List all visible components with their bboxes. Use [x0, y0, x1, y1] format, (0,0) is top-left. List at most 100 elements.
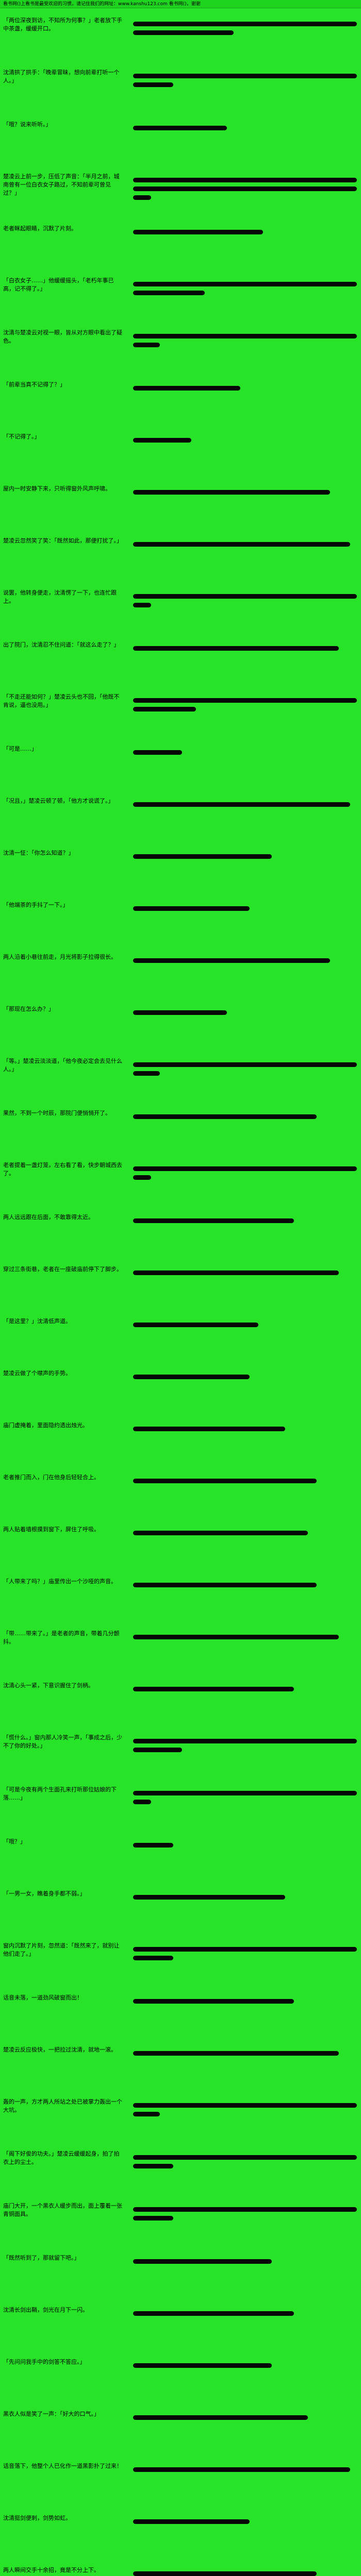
redacted-line: [133, 195, 151, 200]
paragraph-text: 「慌什么。」窗内那人冷笑一声，「事成之后，少不了你的好处。」: [3, 1734, 122, 1749]
paragraph-text: 老者眯起眼睛，沉默了片刻。: [3, 225, 77, 232]
paragraph-text: 沈清与楚凌云对视一眼，皆从对方眼中看出了疑色。: [3, 329, 122, 344]
redacted-line-group: [125, 2046, 357, 2060]
paragraph-row: 两人瞬间交手十余招，竟是不分上下。: [3, 2566, 357, 2576]
redacted-line: [133, 74, 357, 78]
paragraph-row: 窗内沉默了片刻，忽然道：「既然来了，就别让他们走了。」: [3, 1942, 357, 1994]
redacted-line: [133, 646, 339, 651]
paragraph-row: 「可是今夜有两个生面孔来打听那位姑娘的下落……」: [3, 1786, 357, 1838]
redacted-line-group: [125, 2150, 357, 2173]
paragraph-row: 两人贴着墙根摸到窗下，屏住了呼吸。: [3, 1526, 357, 1578]
paragraph-text: 「两位深夜到访，不知所为何事？」老者放下手中茶盏，缓缓开口。: [3, 17, 122, 32]
redacted-line: [133, 802, 350, 807]
paragraph-text: 楚凌云做了个噤声的手势。: [3, 1370, 71, 1377]
paragraph-row: 「阁下好俊的功夫。」楚凌云缓缓起身，拍了拍衣上的尘土。: [3, 2150, 357, 2202]
redacted-line: [133, 386, 241, 391]
redacted-line: [133, 854, 272, 859]
paragraph-row: 楚凌云反应极快，一把拉过沈清，就地一滚。: [3, 2046, 357, 2098]
redacted-line-group: [125, 485, 357, 499]
redacted-line: [133, 1635, 339, 1639]
paragraph-text: 说罢，他转身便走，沈清愣了一下，也连忙跟上。: [3, 589, 117, 604]
redacted-line-group: [125, 1317, 357, 1331]
paragraph-text: 「哦？」: [3, 1838, 26, 1845]
redacted-line: [133, 906, 250, 911]
paragraph-row: 「带……带来了。」是老者的声音，带着几分颤抖。: [3, 1630, 357, 1682]
redacted-line: [133, 2467, 350, 2472]
paragraph-row: 「一男一女，瞧着身手都不弱。」: [3, 1890, 357, 1942]
redacted-line-group: [125, 225, 357, 239]
redacted-line: [133, 1270, 339, 1275]
paragraph-row: 「前辈当真不记得了？」: [3, 381, 357, 433]
paragraph-row: 「白衣女子……」他缓缓摇头，「老朽年事已高，记不得了。」: [3, 277, 357, 329]
redacted-line: [133, 698, 357, 703]
redacted-line: [133, 594, 357, 599]
redacted-line: [133, 1427, 286, 1431]
redacted-line: [133, 230, 263, 234]
redacted-line-group: [125, 2358, 357, 2372]
redacted-line: [133, 178, 357, 182]
redacted-line-group: [125, 277, 357, 299]
paragraph-row: 两人沿着小巷往前走，月光将影子拉得很长。: [3, 953, 357, 1005]
paragraph-text: 「一男一女，瞧着身手都不弱。」: [3, 1890, 86, 1897]
paragraph-text: 楚凌云反应极快，一把拉过沈清，就地一滚。: [3, 2046, 117, 2053]
redacted-line-group: [125, 2098, 357, 2121]
paragraph-text: 「人带来了吗？」庙里传出一个沙哑的声音。: [3, 1578, 117, 1585]
redacted-line: [133, 438, 191, 443]
redacted-line-group: [125, 1994, 357, 2008]
paragraph-text: 窗内沉默了片刻，忽然道：「既然来了，就别让他们走了。」: [3, 1942, 120, 1957]
redacted-line: [133, 750, 183, 755]
paragraph-row: 「哦？」: [3, 1838, 357, 1890]
paragraph-row: 「人带来了吗？」庙里传出一个沙哑的声音。: [3, 1578, 357, 1630]
redacted-line-group: [125, 1369, 357, 1383]
redacted-line: [133, 2363, 272, 2368]
redacted-line-group: [125, 69, 357, 91]
redacted-line-group: [125, 381, 357, 395]
paragraph-text: 「他端茶的手抖了一下。」: [3, 902, 69, 908]
paragraph-row: 老者推门而入，门在他身后轻轻合上。: [3, 1473, 357, 1526]
redacted-line-group: [125, 1005, 357, 1019]
redacted-line: [133, 2207, 357, 2212]
redacted-line-group: [125, 589, 357, 612]
redacted-line-group: [125, 1578, 357, 1591]
redacted-line-group: [125, 173, 357, 204]
redacted-line-group: [125, 433, 357, 447]
redacted-line: [133, 343, 160, 347]
redacted-line-group: [125, 2514, 357, 2528]
redacted-line-group: [125, 2566, 357, 2576]
redacted-line-group: [125, 1109, 357, 1123]
redacted-line: [133, 2216, 174, 2221]
chapter-content: 「两位深夜到访，不知所为何事？」老者放下手中茶盏，缓缓开口。沈清拱了拱手：「晚辈…: [0, 8, 361, 2576]
redacted-line: [133, 1947, 357, 1952]
paragraph-row: 话音未落，一道劲风破窗而出！: [3, 1994, 357, 2046]
paragraph-text: 「先问问我手中的剑答不答应。」: [3, 2359, 86, 2365]
redacted-line-group: [125, 1734, 357, 1756]
paragraph-row: 「不走还能如何？」楚凌云头也不回，「他既不肯说，逼也没用。」: [3, 693, 357, 745]
paragraph-row: 出了院门，沈清忍不住问道：「就这么走了？」: [3, 641, 357, 693]
paragraph-row: 庙门大开，一个黑衣人缓步而出，面上覆着一张青铜面具。: [3, 2202, 357, 2254]
redacted-line: [133, 291, 205, 295]
redacted-line-group: [125, 849, 357, 863]
redacted-line: [133, 2259, 272, 2264]
redacted-line: [133, 22, 357, 26]
redacted-line-group: [125, 1630, 357, 1643]
redacted-line-group: [125, 2410, 357, 2424]
redacted-line-group: [125, 641, 357, 655]
paragraph-row: 老者眯起眼睛，沉默了片刻。: [3, 225, 357, 277]
redacted-line-group: [125, 121, 357, 134]
redacted-line-group: [125, 2462, 357, 2476]
redacted-line: [133, 1323, 259, 1327]
redacted-line-group: [125, 16, 357, 39]
paragraph-text: 楚凌云忽然笑了笑：「既然如此，那便打扰了。」: [3, 537, 122, 544]
paragraph-text: 「哦？说来听听。」: [3, 121, 52, 128]
redacted-line-group: [125, 693, 357, 716]
paragraph-row: 「既然听到了，那就留下吧。」: [3, 2254, 357, 2306]
redacted-line-group: [125, 1421, 357, 1435]
paragraph-row: 楚凌云做了个噤声的手势。: [3, 1369, 357, 1421]
redacted-line: [133, 1175, 151, 1180]
paragraph-row: 沈清与楚凌云对视一眼，皆从对方眼中看出了疑色。: [3, 329, 357, 381]
paragraph-text: 两人沿着小巷往前走，月光将影子拉得很长。: [3, 954, 117, 960]
paragraph-text: 「况且，」楚凌云顿了顿，「他方才说谎了。」: [3, 798, 114, 804]
redacted-line-group: [125, 1890, 357, 1904]
paragraph-text: 果然，不到一个时辰，那院门便悄悄开了。: [3, 1110, 111, 1116]
paragraph-text: 楚凌云上前一步，压低了声音：「半月之前，城南曾有一位白衣女子路过，不知前辈可曾见…: [3, 173, 120, 196]
